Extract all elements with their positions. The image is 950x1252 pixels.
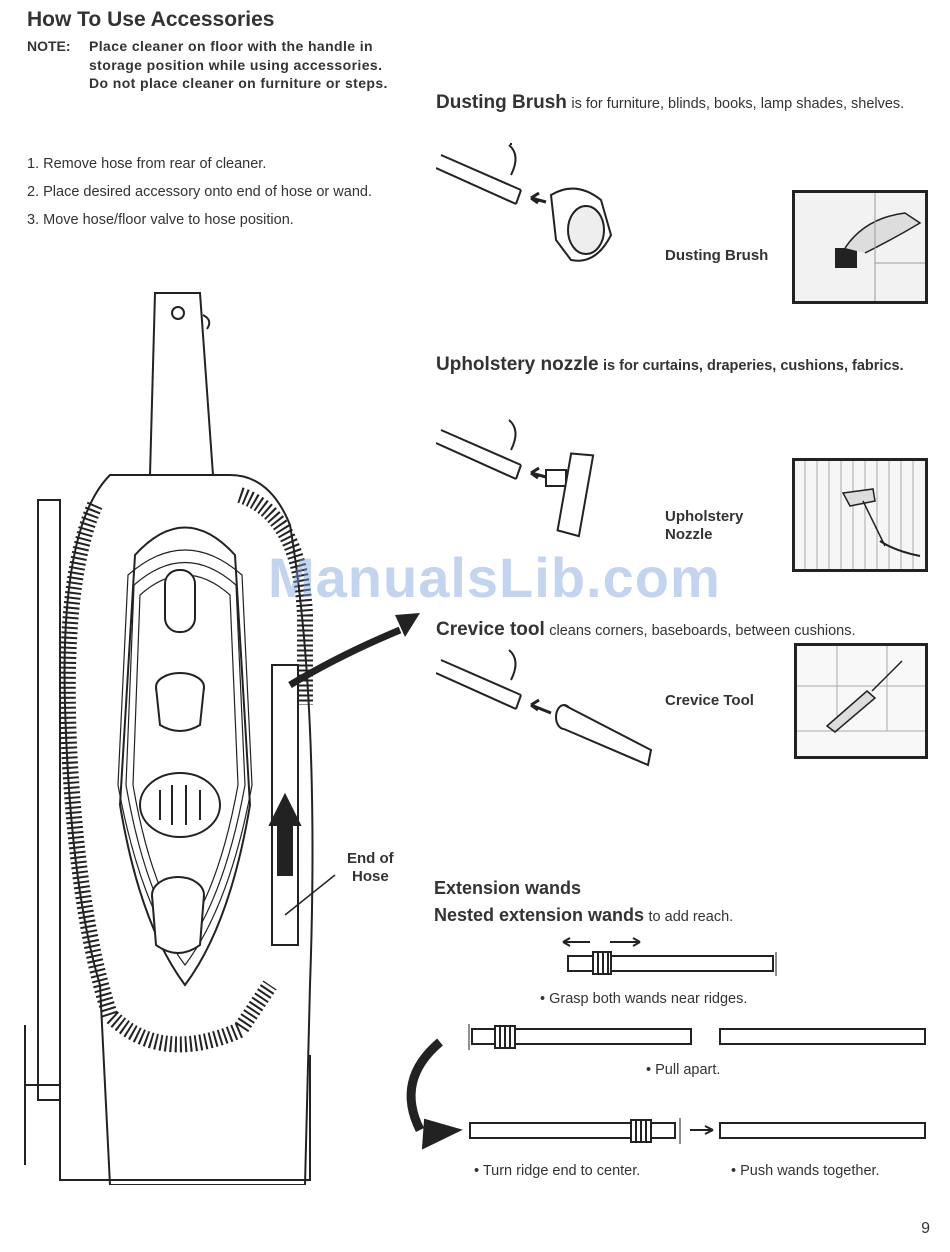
step-2: 2. Place desired accessory onto end of h… (27, 184, 372, 200)
vacuum-illustration (24, 292, 420, 1185)
page-title: How To Use Accessories (27, 8, 275, 31)
upholstery-label-line1: Upholstery (665, 508, 744, 525)
crevice-photo (794, 643, 928, 759)
dusting-heading: Dusting Brush (436, 92, 567, 113)
wands-subsection: Nested extension wands to add reach. (434, 906, 924, 927)
crevice-tool-icon (436, 649, 653, 767)
dusting-section: Dusting Brush is for furniture, blinds, … (436, 93, 926, 114)
end-of-hose-line2: Hose (351, 868, 389, 885)
end-of-hose-line1: End of (347, 850, 394, 867)
dusting-photo (792, 190, 928, 304)
crevice-heading: Crevice tool (436, 619, 545, 640)
wands-subheading: Nested extension wands (434, 905, 645, 925)
dusting-desc: is for furniture, blinds, books, lamp sh… (571, 96, 905, 112)
upholstery-label: Upholstery Nozzle (665, 508, 743, 544)
wands-heading: Extension wands (434, 878, 582, 898)
bullet-turn-text: Turn ridge end to center. (482, 1163, 641, 1179)
note-label: NOTE: (27, 38, 71, 54)
bullet-grasp-text: Grasp both wands near ridges. (549, 991, 748, 1007)
step-3: 3. Move hose/floor valve to hose positio… (27, 212, 294, 228)
step-1: 1. Remove hose from rear of cleaner. (27, 156, 267, 172)
upholstery-desc: is for curtains, draperies, cushions, fa… (603, 358, 904, 374)
dusting-brush-icon (436, 143, 613, 262)
upholstery-photo (792, 458, 928, 572)
dusting-label: Dusting Brush (665, 247, 769, 264)
crevice-section: Crevice tool cleans corners, baseboards,… (436, 620, 926, 641)
bullet-pull: • Pull apart. (646, 1062, 721, 1078)
upholstery-heading: Upholstery nozzle (436, 354, 599, 375)
wands-diagram (406, 937, 926, 1150)
upholstery-section: Upholstery nozzle is for curtains, drape… (436, 355, 926, 376)
page-number: 9 (921, 1220, 930, 1237)
end-of-hose-label: End of Hose (347, 850, 394, 886)
bullet-turn: • Turn ridge end to center. (474, 1163, 641, 1179)
note-text: Place cleaner on floor with the handle i… (89, 38, 388, 91)
watermark: ManualsLib.com (268, 546, 721, 609)
bullet-push: • Push wands together. (731, 1163, 880, 1179)
bullet-push-text: Push wands together. (740, 1163, 880, 1179)
bullet-grasp: • Grasp both wands near ridges. (540, 991, 748, 1007)
upholstery-nozzle-icon (436, 419, 595, 538)
upholstery-label-line2: Nozzle (665, 526, 713, 543)
steps-list: 1. Remove hose from rear of cleaner. 2. … (27, 150, 372, 234)
bullet-pull-text: Pull apart. (655, 1062, 721, 1078)
crevice-label: Crevice Tool (665, 692, 754, 709)
wands-subdesc: to add reach. (648, 909, 734, 925)
crevice-desc: cleans corners, baseboards, between cush… (549, 623, 856, 639)
